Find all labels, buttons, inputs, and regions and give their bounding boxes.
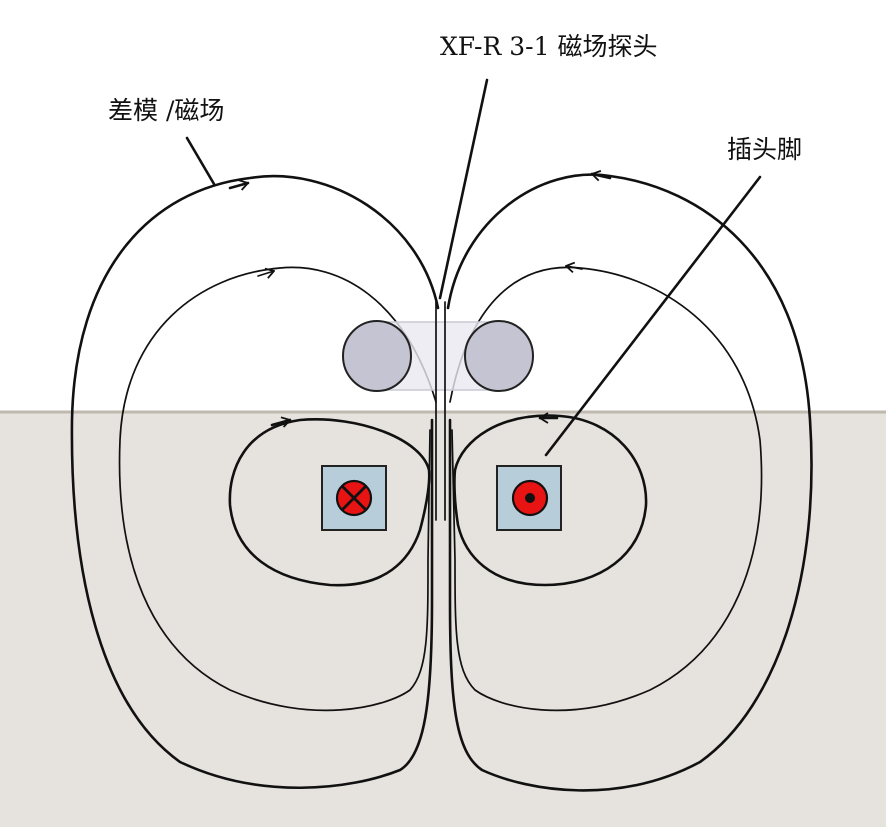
leader-field	[185, 136, 216, 186]
arrow-right-middle	[565, 261, 583, 274]
leader-pin	[544, 175, 762, 457]
cross-line-2	[341, 485, 367, 511]
field-line-right-middle	[449, 266, 763, 712]
arrow-left-inner	[270, 416, 292, 428]
probe-coil-right	[464, 320, 534, 392]
field-line-left-middle	[118, 266, 437, 712]
leader-probe	[438, 78, 489, 300]
differential-field-label: 差模 /磁场	[108, 96, 225, 125]
right-pin-dot	[525, 493, 535, 503]
field-line-left-outer	[70, 174, 440, 790]
magnetic-field-probe	[342, 301, 534, 521]
arrow-right-outer	[590, 170, 612, 182]
arrow-left-middle	[257, 267, 275, 279]
arrow-left-outer	[228, 179, 250, 191]
field-line-left-inner	[228, 418, 431, 587]
probe-coil-left	[342, 320, 412, 392]
board-background	[0, 412, 886, 827]
probe-gap-lines	[435, 301, 446, 521]
pin-label: 插头脚	[727, 135, 803, 164]
field-line-right-inner	[453, 414, 648, 587]
probe-label: XF-R 3-1 磁场探头	[440, 32, 658, 61]
current-into-page-icon	[321, 465, 387, 531]
current-out-of-page-icon	[496, 465, 562, 531]
